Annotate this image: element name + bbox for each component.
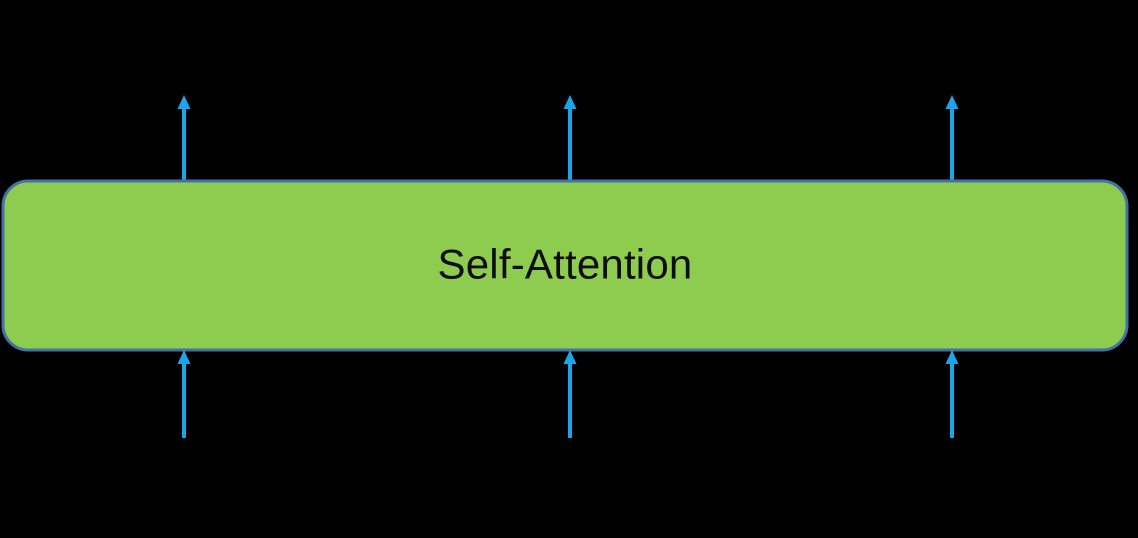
input-arrow-2-head-icon	[563, 350, 577, 364]
output-arrow-3-shaft	[950, 108, 954, 183]
output-arrow-1	[177, 95, 191, 183]
input-arrows-group	[177, 350, 959, 438]
self-attention-block[interactable]: Self-Attention	[1, 179, 1129, 352]
input-arrow-3-shaft	[950, 363, 954, 438]
self-attention-block-label: Self-Attention	[438, 241, 693, 288]
input-arrow-3	[945, 350, 959, 438]
output-arrow-3	[945, 95, 959, 183]
output-arrow-1-head-icon	[177, 95, 191, 109]
self-attention-block-shape[interactable]	[1, 179, 1129, 352]
input-arrow-3-head-icon	[945, 350, 959, 364]
output-arrow-1-shaft	[182, 108, 186, 183]
input-arrow-1	[177, 350, 191, 438]
input-arrow-2	[563, 350, 577, 438]
output-arrow-3-head-icon	[945, 95, 959, 109]
output-arrow-2-head-icon	[563, 95, 577, 109]
input-arrow-1-shaft	[182, 363, 186, 438]
input-arrow-2-shaft	[568, 363, 572, 438]
output-arrow-2-shaft	[568, 108, 572, 183]
output-arrow-2	[563, 95, 577, 183]
output-arrows-group	[177, 95, 959, 183]
input-arrow-1-head-icon	[177, 350, 191, 364]
